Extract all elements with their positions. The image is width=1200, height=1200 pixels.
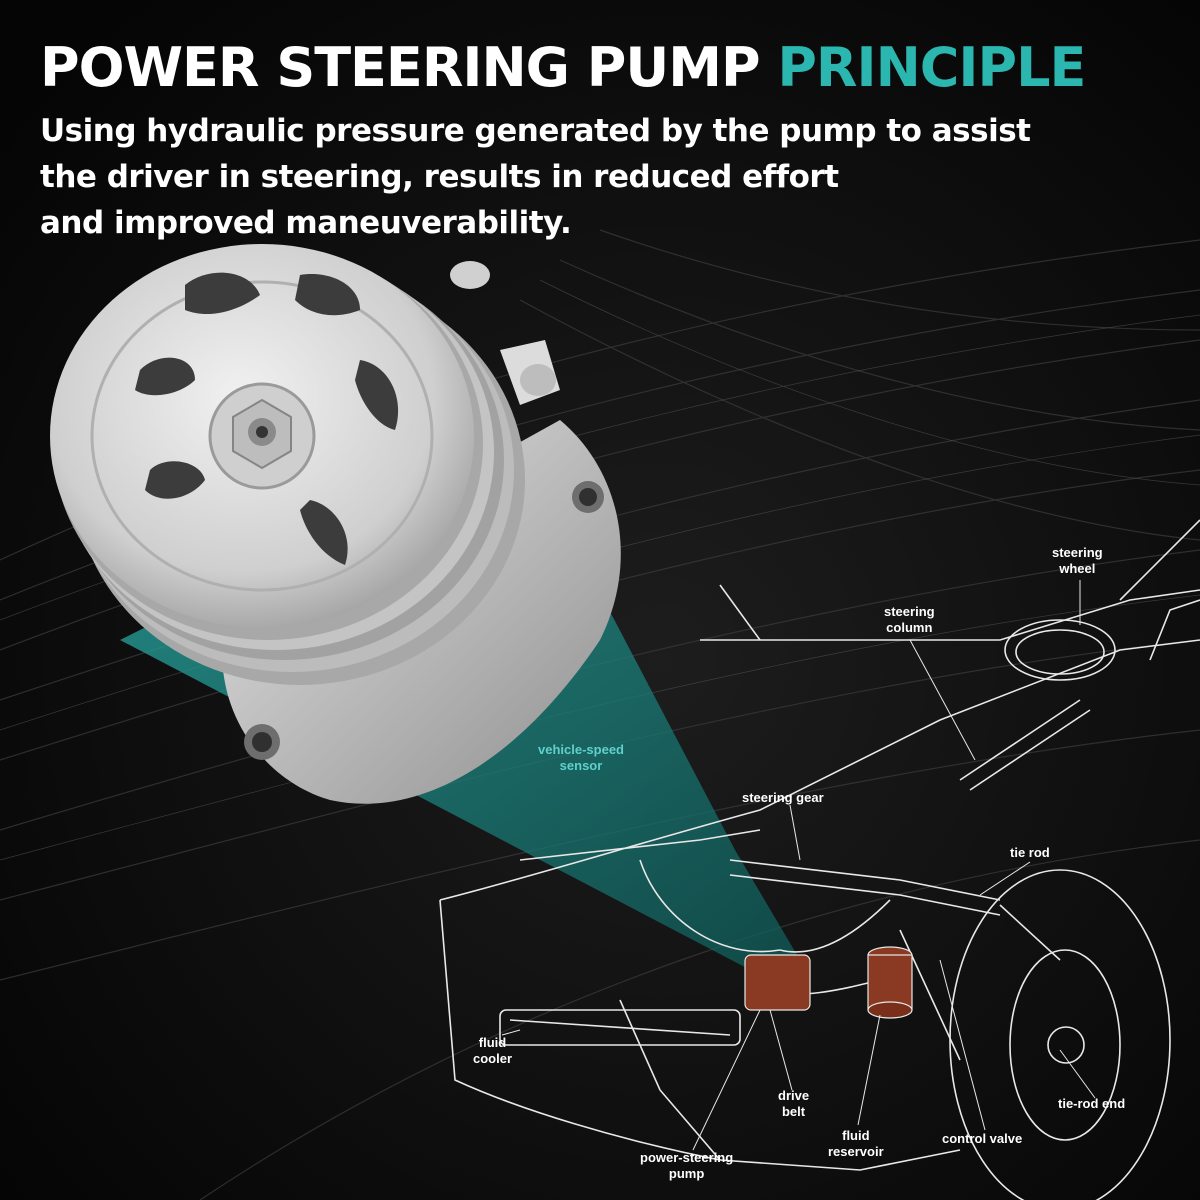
label-control-valve: control valve <box>942 1131 1023 1146</box>
label-vehicle-speed-sensor: vehicle-speed sensor <box>538 742 624 773</box>
label-tie-rod: tie rod <box>1010 845 1050 860</box>
highlighted-parts <box>744 946 913 1019</box>
subtitle-line-2: the driver in steering, results in reduc… <box>40 159 839 195</box>
subtitle-line-1: Using hydraulic pressure generated by th… <box>40 113 1031 149</box>
label-steering-wheel: steering wheel <box>1052 545 1103 576</box>
leader-lines <box>501 580 1096 1151</box>
car-diagram <box>439 519 1200 1200</box>
label-steering-gear: steering gear <box>742 790 824 805</box>
title-accent: PRINCIPLE <box>777 36 1086 99</box>
label-power-steering-pump: power-steering pump <box>640 1150 734 1181</box>
page-title: POWER STEERING PUMP PRINCIPLE <box>40 36 1086 99</box>
page-subtitle: Using hydraulic pressure generated by th… <box>40 108 1050 246</box>
label-tie-rod-end: tie-rod end <box>1058 1096 1126 1111</box>
label-drive-belt: drive belt <box>778 1088 810 1119</box>
pump-product <box>50 244 621 804</box>
title-main: POWER STEERING PUMP <box>40 36 778 99</box>
subtitle-line-3: and improved maneuverability. <box>40 205 572 241</box>
label-fluid-reservoir: fluid reservoir <box>828 1128 884 1159</box>
label-fluid-cooler: fluid cooler <box>473 1035 513 1066</box>
label-steering-column: steering column <box>884 604 935 635</box>
